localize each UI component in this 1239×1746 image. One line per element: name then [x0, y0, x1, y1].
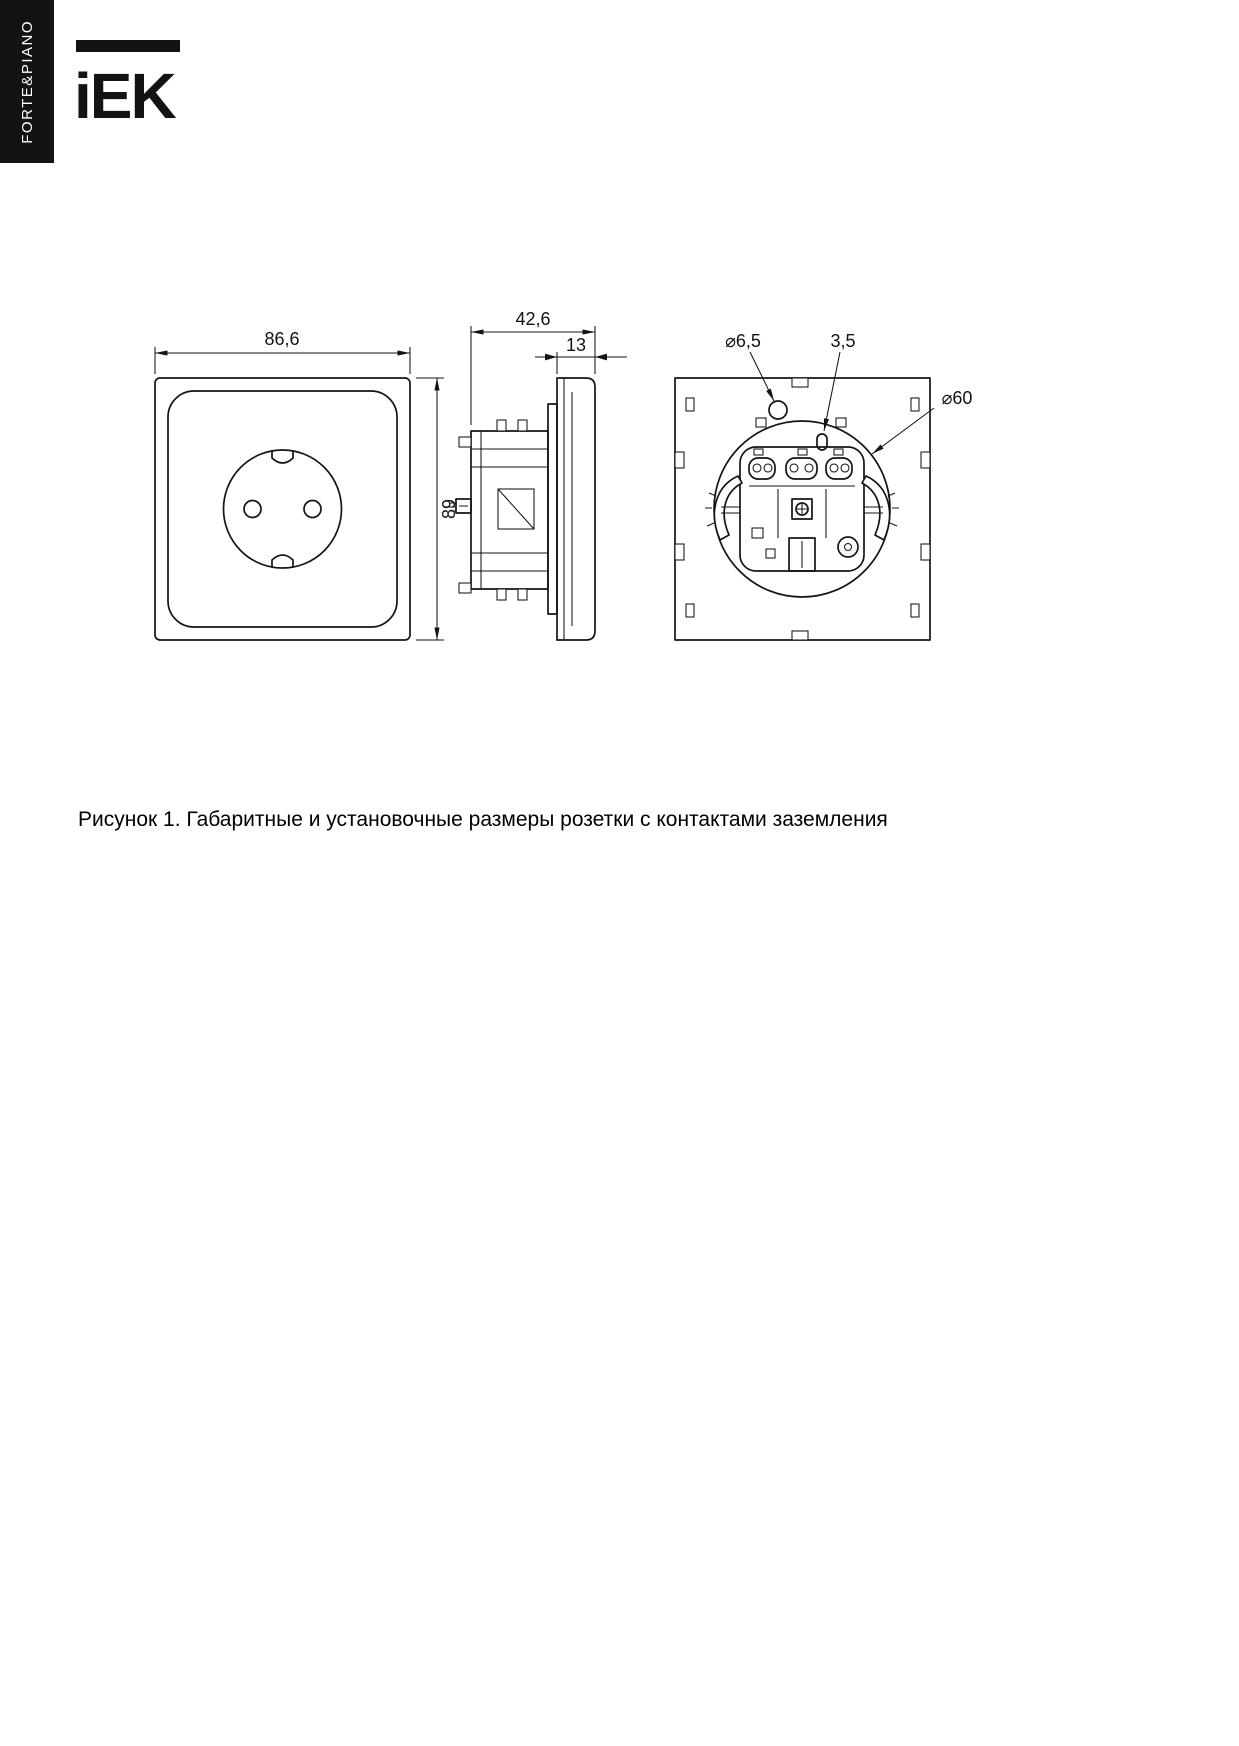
mechanism-detail-square-1	[751, 527, 764, 539]
side-mechanism-box	[470, 430, 549, 590]
dim-plate-thickness-arrow-left	[545, 353, 557, 361]
technical-drawing: 86,6 89	[154, 309, 973, 641]
socket-pin-hole-right	[303, 499, 322, 519]
socket-pin-hole-left	[243, 499, 262, 519]
iek-logo: iEK	[76, 40, 180, 124]
back-view: ⌀6,5 3,5 ⌀60	[674, 331, 973, 641]
terminal-block	[748, 448, 855, 538]
dim-side-depth-extension	[470, 326, 596, 425]
front-inner-panel	[167, 390, 398, 628]
front-plate-outline	[154, 377, 411, 641]
side-plate-profile	[556, 377, 596, 641]
dim-screw-label: 3,5	[830, 331, 855, 351]
logo-text: iEK	[76, 60, 176, 124]
dim-mount-diameter-label: ⌀60	[942, 388, 973, 408]
dim-claw-hole-leader	[749, 351, 775, 402]
dim-screw-leader	[823, 351, 841, 432]
center-fixing-screw	[791, 498, 813, 520]
support-edge-notches	[674, 377, 931, 641]
screw-slot	[816, 433, 828, 451]
dim-plate-thickness-arrow-right	[595, 353, 607, 361]
expanding-claw-left	[705, 475, 743, 541]
socket-recess-circle	[222, 449, 343, 569]
mechanism-detail-square-2	[765, 548, 776, 559]
figure-caption: Рисунок 1. Габаритные и установочные раз…	[78, 808, 888, 831]
dim-front-width-label: 86,6	[264, 329, 299, 349]
dim-front-width-extension	[154, 347, 411, 374]
side-fixing-screw	[449, 498, 472, 514]
side-view: 42,6 13	[449, 309, 627, 641]
dim-side-depth-label: 42,6	[515, 309, 550, 329]
ground-clip-top	[271, 451, 294, 464]
ground-terminal	[837, 536, 859, 558]
series-label: FORTE&PIANO	[18, 19, 36, 144]
dim-claw-hole-label: ⌀6,5	[725, 331, 761, 351]
bottom-tab	[788, 537, 816, 572]
top-tab-right	[835, 417, 847, 428]
top-tab-left	[755, 417, 767, 428]
dim-plate-thickness-label: 13	[566, 335, 586, 355]
expanding-claw-right	[861, 475, 899, 541]
logo-bar	[76, 40, 180, 52]
front-view: 86,6 89	[154, 329, 459, 641]
dim-front-height-label: 89	[439, 499, 459, 519]
ground-clip-bottom	[271, 554, 294, 567]
support-corner-slots	[685, 397, 920, 618]
series-sidebar-tab: FORTE&PIANO	[0, 0, 54, 163]
dim-mount-diameter-leader	[871, 407, 935, 455]
side-support-plate	[547, 403, 558, 615]
side-mechanism-details	[458, 419, 548, 601]
claw-hole	[768, 400, 788, 420]
